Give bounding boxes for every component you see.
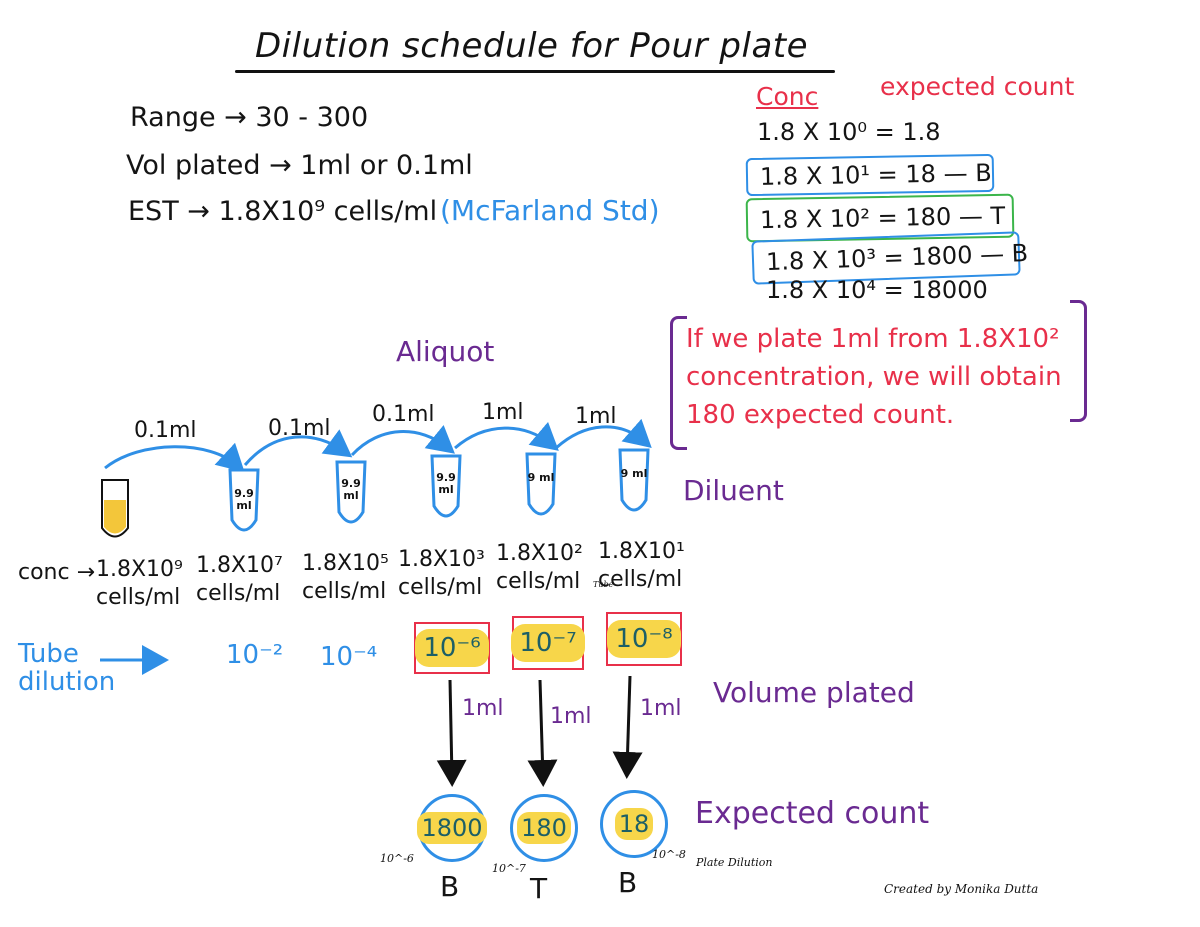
plate-code: B (440, 870, 460, 903)
est-text: EST → 1.8X10⁹ cells/ml (128, 196, 438, 227)
transfer-arrow (350, 424, 455, 457)
plated-volume: 1ml (462, 696, 504, 721)
conc-label: conc → (18, 560, 96, 585)
aliquot-volume: 1ml (575, 404, 617, 429)
concentration-unit: cells/ml (96, 585, 181, 610)
diluent-label: Diluent (683, 474, 784, 507)
aliquot-volume: 0.1ml (268, 416, 331, 441)
tube-volume-label: 9.9 ml (341, 477, 361, 502)
conc-row: 1.8 X 10⁴ = 18000 (766, 276, 988, 304)
tube-small-label: Tube (593, 580, 614, 589)
aliquot-label: Aliquot (396, 335, 495, 368)
plated-volume: 1ml (640, 696, 682, 721)
plate-dilution-label: Plate Dilution (696, 856, 773, 869)
tube (228, 468, 260, 532)
transfer-arrow (554, 418, 652, 450)
transfer-arrow (243, 429, 353, 466)
title-underline (235, 70, 835, 73)
tube-dilution-value: 10⁻⁶ (415, 629, 489, 667)
tube-dilution-label: Tube dilution (18, 639, 116, 697)
plating-arrow (612, 675, 643, 779)
mcfarland-text: (McFarland Std) (440, 194, 660, 227)
note-text: If we plate 1ml from 1.8X10² concentrati… (686, 324, 1062, 430)
tube-dilution-box: 10⁻⁶ (414, 622, 490, 674)
concentration-unit: cells/ml (196, 581, 281, 606)
tube (430, 454, 462, 518)
concentration-item: 1.8X10³ cells/ml (398, 546, 485, 602)
tube-volume-label: 9.9 ml (436, 471, 456, 496)
aliquot-volume: 1ml (482, 400, 524, 425)
plate-1800: 1800 (417, 794, 487, 862)
concentration-unit: cells/ml (398, 575, 483, 600)
concentration-unit: cells/ml (496, 569, 581, 594)
plate-code: T (530, 872, 548, 905)
concentration-value: 1.8X10⁹ (96, 557, 183, 582)
tube-dilution-value: 10⁻² (226, 640, 284, 670)
tube-dilution-value: 10⁻⁴ (320, 642, 378, 672)
plate-count: 18 (614, 808, 654, 840)
concentration-value: 1.8X10⁵ (302, 551, 389, 576)
aliquot-volume: 0.1ml (134, 418, 197, 443)
tube-dilution-value: 10⁻⁸ (607, 620, 681, 658)
plate-count: 180 (517, 812, 571, 844)
plate-dilution-value: 10^-7 (492, 862, 526, 875)
plate-count: 1800 (417, 812, 487, 844)
range-text: Range → 30 - 300 (130, 102, 369, 133)
plate-180: 180 (510, 794, 578, 862)
vol-plated-text: Vol plated → 1ml or 0.1ml (126, 150, 473, 181)
expected-count-label: Expected count (695, 796, 930, 831)
concentration-value: 1.8X10³ (398, 547, 485, 572)
plate-dilution-value: 10^-8 (652, 848, 686, 861)
plate-dilution-value: 10^-6 (380, 852, 414, 865)
concentration-item: 1.8X10¹ cells/ml (598, 538, 685, 594)
page-title: Dilution schedule for Pour plate (255, 26, 809, 66)
tube-volume-label: 9.9 ml (234, 487, 254, 512)
tube (618, 448, 650, 512)
plate-code: B (618, 866, 638, 899)
credit-text: Created by Monika Dutta (884, 882, 1039, 896)
tube (335, 460, 367, 524)
stock-tube (101, 479, 129, 538)
tube-volume-label: 9 ml (527, 471, 555, 484)
concentration-item: 1.8X10⁹ cells/ml (96, 556, 183, 612)
note-bracket-right (1070, 300, 1087, 422)
tube-dilution-box: 10⁻⁷ (511, 616, 585, 670)
plate-18: 18 (600, 790, 668, 858)
aliquot-volume: 0.1ml (372, 402, 435, 427)
conc-row: 1.8 X 10⁰ = 1.8 (757, 118, 941, 146)
concentration-unit: cells/ml (302, 579, 387, 604)
plating-arrow (436, 679, 467, 787)
transfer-arrow (104, 442, 245, 473)
volume-plated-label: Volume plated (713, 676, 915, 709)
conc-header: Conc (756, 82, 819, 111)
tube-dilution-value: 10⁻⁷ (511, 624, 585, 662)
tube (525, 452, 557, 516)
plating-arrow (527, 679, 558, 787)
note-bracket-left (670, 316, 687, 450)
tube-volume-label: 9 ml (620, 467, 648, 480)
concentration-value: 1.8X10² (496, 541, 583, 566)
expected-count-header: expected count (880, 72, 1075, 101)
transfer-arrow (454, 421, 559, 451)
concentration-value: 1.8X10¹ (598, 539, 685, 564)
tube-dilution-box: 10⁻⁸ (606, 612, 682, 666)
concentration-unit: cells/ml (598, 567, 683, 592)
concentration-item: 1.8X10⁷ cells/ml (196, 552, 283, 608)
plated-volume: 1ml (550, 704, 592, 729)
concentration-item: 1.8X10⁵ cells/ml (302, 550, 389, 606)
concentration-item: 1.8X10² cells/ml (496, 540, 583, 596)
concentration-value: 1.8X10⁷ (196, 553, 283, 578)
